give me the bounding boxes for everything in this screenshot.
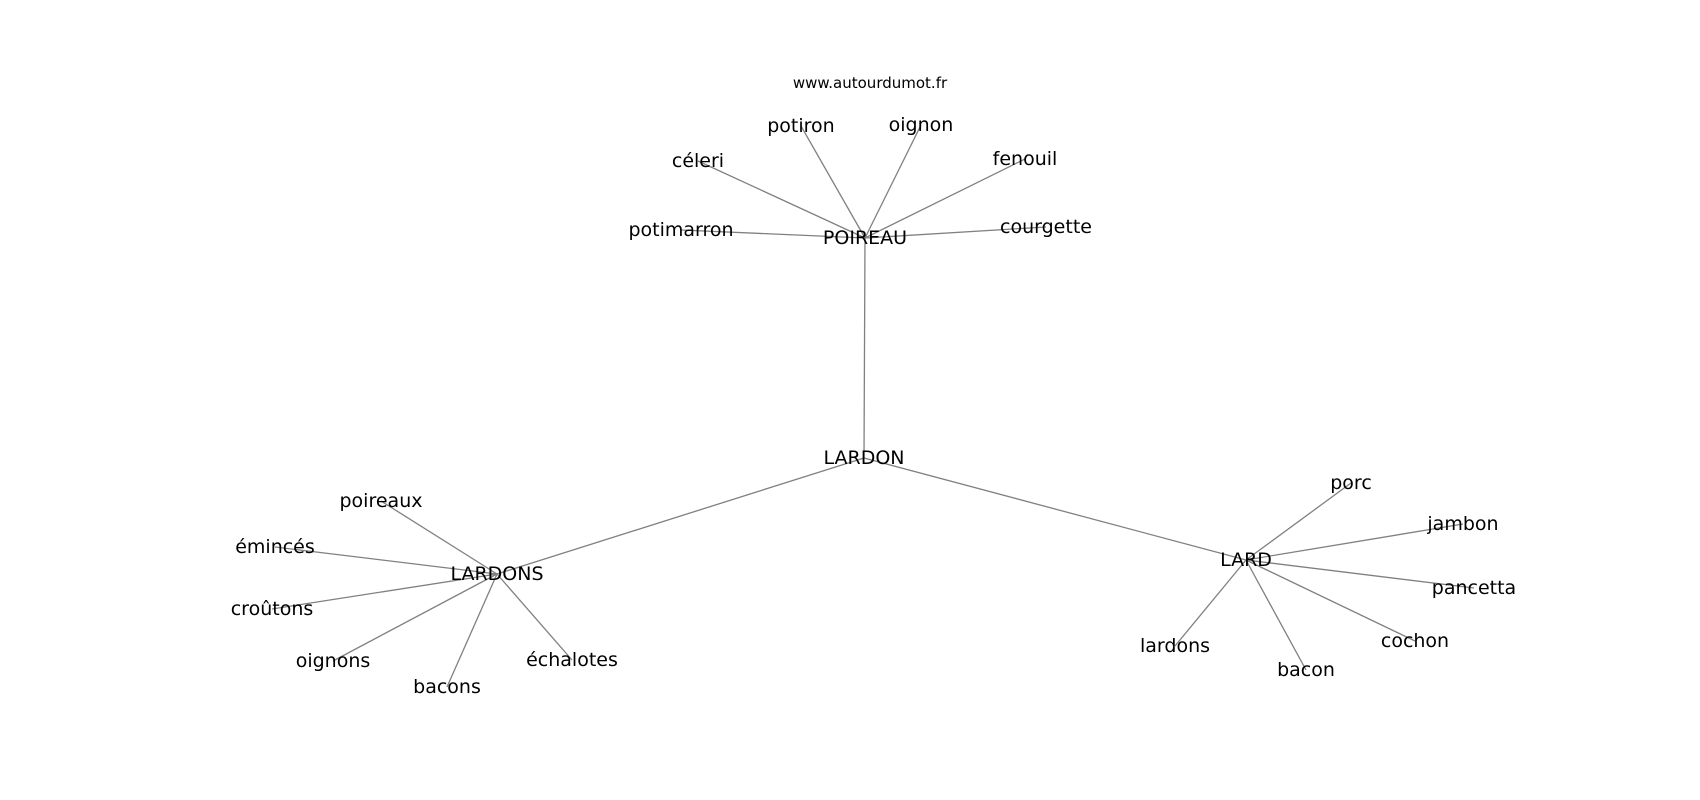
leaf-node-label: lardons	[1140, 635, 1210, 657]
graph-edge	[680, 229, 866, 239]
graph-edge	[1174, 559, 1247, 647]
leaf-node-label: oignons	[296, 650, 371, 672]
leaf-node-label: jambon	[1426, 513, 1498, 535]
leaf-node-label: cochon	[1381, 630, 1449, 652]
graph-edges	[271, 124, 1475, 688]
graph-edge	[1245, 559, 1416, 642]
graph-edge	[274, 546, 498, 575]
leaf-node-label: fenouil	[993, 148, 1058, 170]
leaf-node-label: porc	[1330, 472, 1372, 494]
graph-edge	[697, 160, 866, 239]
leaf-node-label: bacons	[413, 676, 481, 698]
hub-node-label: POIREAU	[823, 227, 907, 249]
graph-edge	[1245, 482, 1352, 561]
graph-edge	[863, 457, 1247, 561]
graph-edge	[863, 237, 866, 459]
graph-edge	[496, 457, 865, 575]
graph-edge	[1245, 523, 1464, 561]
graph-edge	[1245, 559, 1475, 589]
leaf-node-label: croûtons	[231, 598, 314, 620]
leaf-node-label: courgette	[1000, 216, 1092, 238]
leaf-node-label: potiron	[767, 115, 834, 137]
center-node-label: LARDON	[823, 447, 904, 469]
graph-edge	[864, 158, 1026, 239]
leaf-node-label: potimarron	[628, 219, 733, 241]
leaf-node-label: céleri	[672, 150, 724, 172]
graph-edge	[446, 573, 498, 688]
leaf-node-label: bacon	[1277, 659, 1335, 681]
graph-edge	[271, 573, 498, 610]
graph-edge	[800, 125, 866, 239]
graph-edge	[864, 226, 1047, 239]
leaf-node-label: oignon	[889, 114, 954, 136]
graph-edge	[496, 573, 573, 661]
graph-edge	[332, 573, 498, 662]
hub-node-label: LARD	[1220, 549, 1272, 571]
leaf-node-label: poireaux	[340, 490, 423, 512]
graph-edge	[1245, 559, 1307, 671]
leaf-node-label: pancetta	[1432, 577, 1516, 599]
site-watermark: www.autourdumot.fr	[793, 74, 948, 92]
leaf-node-label: émincés	[235, 536, 315, 558]
graph-edge	[380, 500, 498, 575]
leaf-node-label: échalotes	[526, 649, 618, 671]
hub-node-label: LARDONS	[450, 563, 543, 585]
graph-edge	[864, 124, 922, 239]
graph-labels: www.autourdumot.fr LARDON POIREAU potimarr…	[231, 74, 1516, 698]
